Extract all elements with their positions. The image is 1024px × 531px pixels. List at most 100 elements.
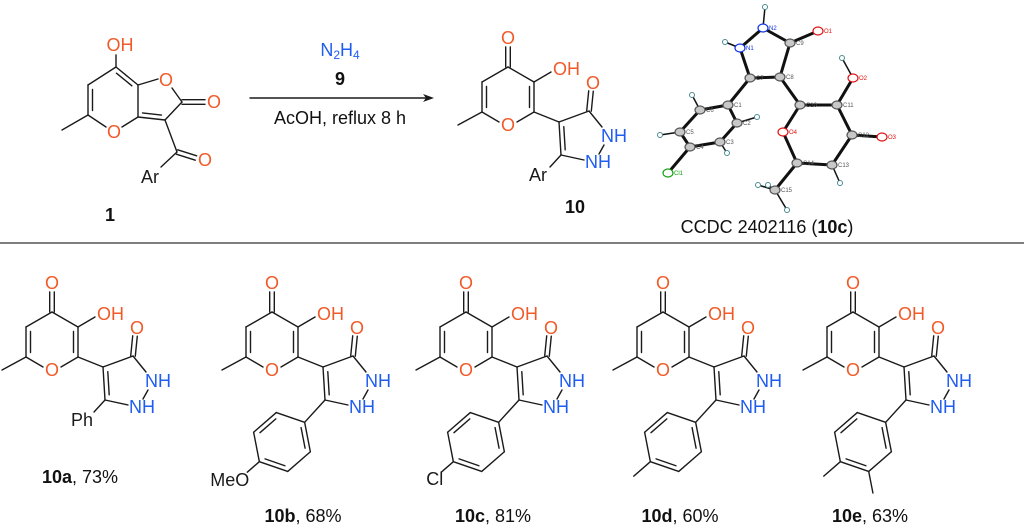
ortep-bond — [726, 77, 752, 106]
compound-id: 10d — [641, 506, 672, 526]
bond — [322, 355, 354, 368]
ring-oxygen: O — [45, 360, 59, 380]
benzene-bond — [481, 451, 506, 473]
benzene-bond — [258, 460, 289, 473]
hydroxyl-group: OH — [708, 304, 735, 324]
benzene-bond-inner — [881, 426, 887, 449]
benzene-bond — [275, 411, 306, 424]
ortep-atom-O1 — [812, 26, 824, 36]
benzene-bond — [446, 431, 455, 463]
ortep-bond — [666, 146, 692, 174]
benzene-bond-inner — [300, 426, 306, 449]
c4-c5-bond — [558, 121, 562, 156]
starting-material-label: 1 — [105, 205, 115, 225]
ortep-atom-label: C10 — [806, 103, 818, 109]
ortep-atom-label: C1 — [734, 103, 742, 109]
bond — [518, 399, 543, 406]
ortep-atom-Cl1 — [662, 168, 674, 178]
compound-label: 10c, 81% — [455, 506, 531, 526]
ortep-atom-label: C13 — [838, 163, 850, 169]
lactam-oxygen: O — [350, 318, 364, 338]
ortep-atom-label: C11 — [843, 103, 854, 109]
ortep-atom-C1 — [722, 100, 734, 110]
ortep-atom-O3 — [876, 132, 888, 142]
ortep-hydrogen — [754, 114, 760, 120]
benzene-bond — [497, 421, 506, 453]
reaction-conditions: AcOH, reflux 8 h — [274, 108, 406, 128]
bond — [713, 355, 745, 368]
compound-label: 10b, 68% — [264, 506, 341, 526]
ortep-bond — [835, 104, 854, 136]
aryl-label: Ph — [71, 410, 93, 430]
hydroxyl-group: OH — [553, 59, 580, 79]
ortep-bond — [830, 134, 854, 166]
aryl-bond — [549, 154, 562, 168]
carbonyl-oxygen: O — [459, 273, 473, 293]
benzene-bond — [694, 421, 703, 453]
methyl-bond — [221, 356, 247, 371]
lactam-carbonyl — [354, 335, 358, 357]
lactam-oxygen: O — [586, 73, 600, 93]
ring-bond-inner — [115, 72, 133, 87]
ortep-atom-label: C2 — [743, 121, 751, 127]
benzene-bond — [678, 451, 703, 473]
ortep-atom-label: C15 — [781, 188, 793, 194]
biaryl-bond — [688, 356, 715, 368]
ortep-hydrogen — [784, 207, 790, 213]
benzene-bond-inner — [458, 458, 480, 467]
c4-c5-bond — [713, 366, 717, 401]
bond — [662, 311, 690, 328]
lactam-oxygen: O — [741, 318, 755, 338]
methoxy-label: MeO — [210, 470, 249, 490]
ortep-bond — [778, 42, 792, 78]
ortep-hydrogen — [689, 92, 695, 98]
lactam-oxygen: O — [130, 318, 144, 338]
benzene-bond — [643, 431, 652, 463]
nh-group: NH — [365, 371, 391, 391]
ring-oxygen: O — [846, 360, 860, 380]
hydroxyl-group: OH — [511, 304, 538, 324]
bond — [671, 356, 690, 368]
benzene-bond — [833, 411, 858, 433]
ortep-atom-label: C4 — [696, 145, 704, 151]
biaryl-bond — [533, 111, 560, 123]
acyl-bond — [164, 119, 178, 153]
methyl-bond — [612, 356, 638, 371]
acyl-carbonyl — [176, 149, 198, 157]
benzene-bond — [649, 460, 680, 473]
bond — [715, 399, 740, 406]
hydroxyl-group: OH — [898, 304, 925, 324]
ortep-atom-C2 — [731, 118, 743, 128]
reaction-arrow: N2H4 9 AcOH, reflux 8 h — [249, 40, 434, 128]
ortep-atom-C15 — [769, 185, 781, 195]
lactone-oxygen: O — [207, 92, 221, 112]
compound-id: 10e — [832, 506, 862, 526]
bond — [507, 66, 535, 83]
methyl-bond — [823, 460, 842, 477]
c4-c5-bond — [102, 366, 106, 401]
ortep-bond — [835, 77, 855, 106]
biaryl-bond — [77, 356, 104, 368]
bond — [905, 399, 930, 406]
benzene-bond-inner — [259, 418, 277, 434]
ortep-atom-C6 — [694, 105, 706, 115]
ortep-hydrogen — [755, 182, 761, 188]
methoxy-bond — [246, 460, 261, 473]
ring-oxygen: O — [459, 360, 473, 380]
methyl-bond — [802, 356, 828, 371]
ortep-atom-label: C3 — [726, 140, 734, 146]
methyl-bond — [868, 470, 874, 494]
bond — [516, 355, 548, 368]
bond — [171, 87, 183, 103]
lactam-carbonyl — [544, 335, 548, 357]
bond — [826, 356, 845, 368]
reagent-number: 9 — [335, 69, 345, 89]
aryl-label: Ar — [141, 167, 159, 187]
c4-c5-bond-inner — [563, 125, 566, 151]
